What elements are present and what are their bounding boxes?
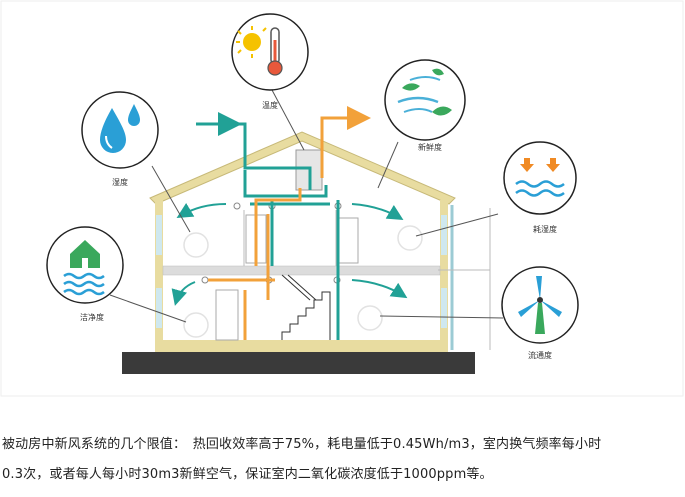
callout-lines xyxy=(109,89,504,323)
cleanliness-label: 洁净度 xyxy=(80,312,104,322)
air-flow-label: 流通度 xyxy=(528,350,552,360)
room-airflow-arrows xyxy=(171,202,408,306)
house xyxy=(149,131,456,352)
wind-turbine-icon xyxy=(518,276,562,334)
window-left-lower xyxy=(156,288,162,328)
staircase xyxy=(281,274,331,340)
fresh-air-system-diagram: 温度 湿度 新鲜度 耗湿度 xyxy=(0,0,684,397)
house-floor-base xyxy=(155,340,448,352)
energy-saving-label: 耗湿度 xyxy=(533,224,557,234)
exterior-duct xyxy=(438,205,491,350)
exhaust-air-ducts xyxy=(208,106,371,340)
caption-line-1: 被动房中新风系统的几个限值： 热回收效率高于75%，耗电量低于0.45Wh/m3… xyxy=(2,437,602,452)
freshness-label: 新鲜度 xyxy=(418,142,442,152)
interior-door-upper-right xyxy=(337,217,359,264)
cleanliness-callout: 洁净度 xyxy=(46,226,124,322)
freshness-callout: 新鲜度 xyxy=(384,59,466,152)
ground-slab xyxy=(122,352,475,374)
window-left-upper xyxy=(156,215,162,255)
interior-door-lower xyxy=(215,289,239,341)
caption-line-2: 0.3次，或者每人每小时30m3新鲜空气，保证室内二氧化碳浓度低于1000ppm… xyxy=(2,467,493,482)
house-waves-icon xyxy=(63,240,105,296)
humidity-callout: 湿度 xyxy=(81,91,159,187)
humidity-label: 湿度 xyxy=(112,177,128,187)
house-left-wall xyxy=(155,200,163,348)
house-mid-floor xyxy=(162,265,441,276)
house-right-wall xyxy=(440,200,448,348)
air-flow-callout: 流通度 xyxy=(501,266,579,360)
thermometer-sun-icon xyxy=(236,26,283,76)
window-right-upper xyxy=(441,215,447,255)
temperature-callout: 温度 xyxy=(231,13,309,110)
window-right-lower xyxy=(441,288,447,328)
arrows-waves-icon xyxy=(515,158,565,197)
water-drops-icon xyxy=(100,104,140,153)
energy-saving-callout: 耗湿度 xyxy=(503,141,577,234)
leaves-wind-icon xyxy=(397,68,452,116)
temperature-label: 温度 xyxy=(262,100,278,110)
